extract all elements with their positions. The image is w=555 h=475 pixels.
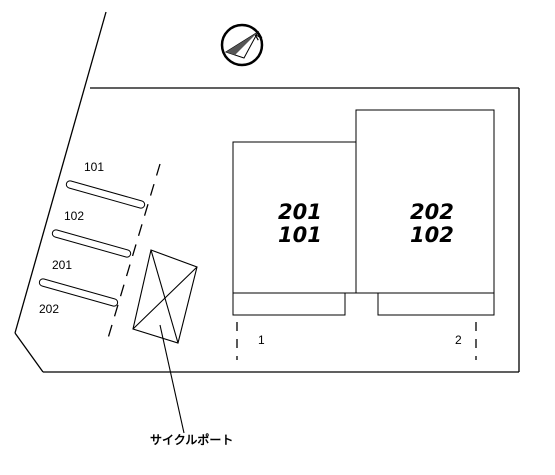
parking-label-202: 202 (39, 302, 59, 316)
building-2 (355, 109, 495, 316)
parking-slot-102 (51, 229, 132, 258)
lot-boundary (14, 11, 520, 373)
unit-label-101: 101 (278, 223, 322, 247)
north-arrow-icon: N (220, 23, 264, 67)
bike-space-label-2: 2 (455, 333, 462, 347)
parking-slots (38, 180, 146, 307)
parking-slot-201 (38, 278, 119, 307)
bike-space-label-1: 1 (258, 333, 265, 347)
parking-label-101: 101 (84, 160, 104, 174)
parking-label-102: 102 (64, 209, 84, 223)
cycle-port-label: サイクルポート (150, 432, 233, 447)
unit-label-202: 202 (410, 200, 454, 224)
balcony-1 (232, 292, 346, 316)
north-letter: N (253, 31, 264, 43)
balcony-2 (377, 292, 495, 316)
parking-slot-101 (65, 180, 146, 209)
unit-label-102: 102 (410, 223, 454, 247)
parking-divider-line (105, 163, 161, 346)
unit-label-201: 201 (278, 200, 322, 224)
parking-label-201: 201 (52, 258, 72, 272)
cycle-port (132, 249, 198, 434)
